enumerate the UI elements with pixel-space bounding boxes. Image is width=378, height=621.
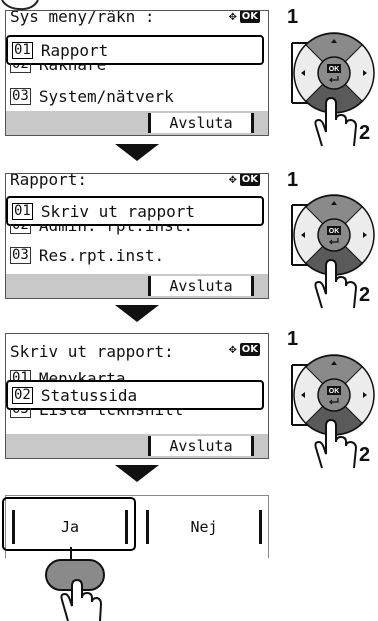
- item-label: Skriv ut rapport: [41, 202, 195, 221]
- yes-button[interactable]: Ja: [12, 510, 128, 544]
- ok-key-label: OK: [329, 228, 340, 235]
- step-1-label: 1: [287, 169, 298, 192]
- exit-button[interactable]: Avsluta: [148, 276, 254, 296]
- softkey-bar: Avsluta: [6, 434, 268, 458]
- item-label: Lista tcknsnitt: [39, 408, 184, 419]
- screen-title: Skriv ut rapport:: [10, 342, 174, 361]
- ok-navigation-icon: ✥ OK: [229, 342, 260, 357]
- item-label: System/nätverk: [39, 87, 174, 106]
- lcd-screen-3: Skriv ut rapport: ✥ OK 01 Menykarta 02 S…: [5, 333, 269, 459]
- flow-arrow-1: [115, 144, 159, 161]
- navigation-keypad-2: OK: [288, 190, 376, 310]
- cross-arrows-icon: ✥: [229, 342, 237, 357]
- flow-arrow-3: [115, 465, 159, 482]
- ok-key-label: OK: [329, 388, 340, 395]
- item-number: 01: [12, 42, 33, 59]
- item-number: 02: [10, 224, 31, 234]
- exit-button[interactable]: Avsluta: [148, 436, 254, 456]
- ok-icon: OK: [240, 343, 260, 356]
- item-number: 03: [10, 247, 31, 264]
- item-number: 02: [12, 387, 33, 404]
- ok-key-press: [40, 558, 110, 621]
- item-number: 01: [10, 370, 31, 380]
- step-1-label: 1: [287, 6, 298, 29]
- item-number: 02: [10, 63, 31, 73]
- menu-item-raknare[interactable]: 02 Räknare: [6, 63, 264, 83]
- item-label: Räknare: [39, 63, 106, 74]
- item-label: Res.rpt.inst.: [39, 246, 164, 265]
- exit-button[interactable]: Avsluta: [148, 113, 254, 133]
- menu-item-system-natverk[interactable]: 03 System/nätverk: [6, 83, 264, 109]
- cross-arrows-icon: ✥: [229, 173, 237, 187]
- no-button[interactable]: Nej: [146, 510, 262, 544]
- navigation-keypad-1: OK: [288, 28, 376, 148]
- menu-item-statussida[interactable]: 02 Statussida: [6, 380, 264, 410]
- menu-item-menykarta[interactable]: 01 Menykarta: [6, 364, 264, 380]
- screen-title: Rapport:: [10, 173, 87, 189]
- item-label: Statussida: [41, 386, 137, 405]
- menu-item-skriv-ut-rapport[interactable]: 01 Skriv ut rapport: [6, 196, 264, 226]
- menu-item-lista-tcknsnitt[interactable]: 03 Lista tcknsnitt: [6, 408, 264, 424]
- screen-title: Sys meny/räkn :: [10, 10, 155, 26]
- lcd-screen-2: Rapport: ✥ OK 01 Skriv ut rapport 02 Adm…: [5, 173, 269, 299]
- item-number: 01: [12, 203, 33, 220]
- cross-arrows-icon: ✥: [229, 10, 237, 24]
- item-label: Menykarta: [39, 369, 126, 380]
- softkey-bar: Avsluta: [6, 111, 268, 135]
- ok-key-label: OK: [329, 66, 340, 73]
- menu-item-admin-rpt-inst[interactable]: 02 Admin. rpt.inst.: [6, 224, 264, 242]
- menu-item-rapport[interactable]: 01 Rapport: [6, 35, 264, 65]
- step-1-label: 1: [287, 328, 298, 351]
- menu-item-res-rpt-inst[interactable]: 03 Res.rpt.inst.: [6, 242, 264, 268]
- ok-icon: OK: [240, 10, 260, 23]
- flow-arrow-2: [115, 305, 159, 322]
- softkey-bar: Avsluta: [6, 274, 268, 298]
- item-number: 03: [10, 408, 31, 418]
- item-label: Rapport: [41, 41, 108, 60]
- ok-navigation-icon: ✥ OK: [229, 173, 260, 187]
- lcd-screen-1: Sys meny/räkn : ✥ OK 01 Rapport 02 Räkna…: [5, 10, 269, 136]
- item-number: 03: [10, 88, 31, 105]
- navigation-keypad-3: OK: [288, 350, 376, 470]
- item-label: Admin. rpt.inst.: [39, 224, 193, 235]
- ok-icon: OK: [240, 173, 260, 186]
- ok-navigation-icon: ✥ OK: [229, 10, 260, 24]
